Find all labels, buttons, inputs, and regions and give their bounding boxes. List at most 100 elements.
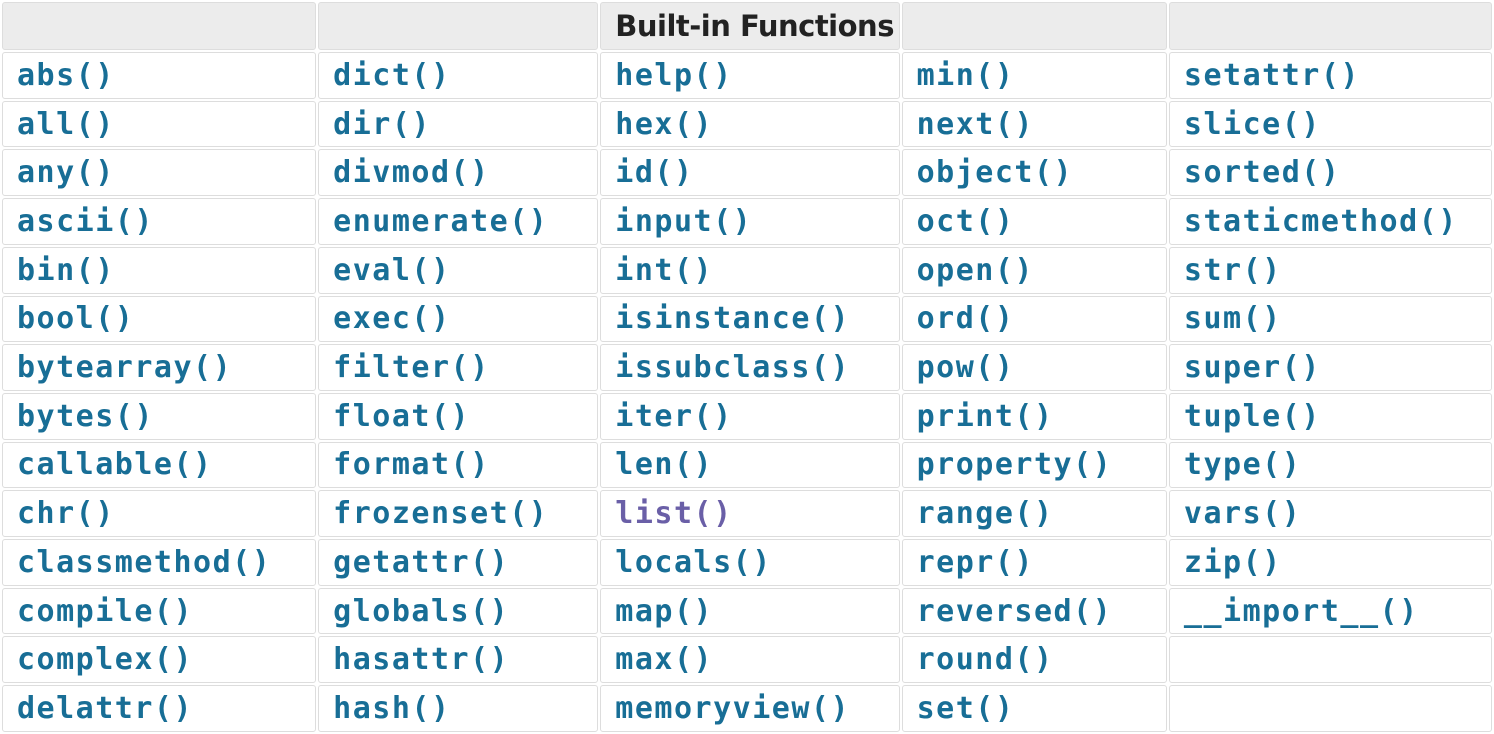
function-link[interactable]: compile()	[17, 593, 194, 629]
table-row: abs() dict() help() min() setattr()	[2, 52, 1492, 99]
header-cell-empty-1	[2, 2, 317, 50]
function-link[interactable]: hash()	[333, 691, 451, 727]
function-link[interactable]: format()	[333, 447, 490, 483]
function-cell: bytearray()	[2, 344, 317, 391]
function-link[interactable]: sorted()	[1183, 155, 1341, 191]
function-cell: compile()	[2, 587, 317, 635]
function-link[interactable]: open()	[916, 252, 1034, 288]
function-cell: list()	[600, 490, 900, 538]
function-cell: divmod()	[318, 149, 599, 197]
function-link[interactable]: ascii()	[17, 203, 154, 239]
function-link[interactable]: classmethod()	[17, 544, 272, 580]
function-cell: hex()	[600, 100, 900, 148]
function-cell: issubclass()	[600, 344, 900, 391]
function-link[interactable]: ord()	[916, 301, 1015, 337]
table-row: complex() hasattr() max() round()	[2, 636, 1492, 684]
function-link[interactable]: any()	[17, 155, 115, 191]
function-link[interactable]: issubclass()	[615, 350, 851, 386]
table-row: chr() frozenset() list() range() vars()	[2, 490, 1492, 538]
function-link[interactable]: complex()	[17, 642, 194, 678]
function-link[interactable]: locals()	[615, 544, 772, 580]
table-row: delattr() hash() memoryview() set()	[2, 685, 1492, 732]
function-link[interactable]: tuple()	[1183, 398, 1321, 434]
function-link[interactable]: object()	[916, 155, 1074, 191]
function-link[interactable]: map()	[615, 593, 714, 629]
function-cell: dir()	[318, 100, 599, 148]
function-link[interactable]: filter()	[333, 350, 490, 386]
function-link[interactable]: max()	[615, 642, 714, 678]
function-link[interactable]: reversed()	[916, 593, 1113, 629]
function-link[interactable]: hasattr()	[333, 642, 510, 678]
function-link[interactable]: delattr()	[17, 691, 194, 727]
function-cell: vars()	[1168, 490, 1492, 538]
function-link[interactable]: globals()	[333, 593, 510, 629]
function-cell: int()	[600, 246, 900, 294]
function-link[interactable]: __import__()	[1183, 593, 1419, 629]
table-row: bytes() float() iter() print() tuple()	[2, 392, 1492, 440]
table-row: all() dir() hex() next() slice()	[2, 100, 1492, 148]
function-link[interactable]: len()	[615, 447, 714, 483]
function-link[interactable]: pow()	[916, 350, 1015, 386]
function-link[interactable]: type()	[1183, 447, 1302, 483]
function-cell: type()	[1168, 441, 1492, 489]
function-link[interactable]: range()	[916, 496, 1054, 532]
function-link[interactable]: isinstance()	[615, 301, 851, 337]
function-link[interactable]: vars()	[1183, 496, 1302, 532]
function-link[interactable]: bool()	[17, 301, 135, 337]
function-link[interactable]: callable()	[17, 447, 213, 483]
function-cell: ord()	[901, 295, 1167, 343]
function-link[interactable]: bytearray()	[17, 350, 233, 386]
table-row: callable() format() len() property() type()	[2, 441, 1492, 489]
function-cell: round()	[901, 636, 1167, 684]
function-link[interactable]: iter()	[615, 398, 733, 434]
function-link[interactable]: set()	[916, 691, 1015, 727]
function-link[interactable]: super()	[1183, 350, 1321, 386]
function-link[interactable]: dir()	[333, 106, 431, 142]
function-link[interactable]: help()	[615, 57, 733, 93]
function-link[interactable]: next()	[916, 106, 1034, 142]
function-cell: slice()	[1168, 100, 1492, 148]
function-link[interactable]: list()	[615, 496, 733, 532]
table-row: classmethod() getattr() locals() repr() zip(…	[2, 539, 1492, 586]
function-link[interactable]: id()	[615, 155, 694, 191]
function-link[interactable]: chr()	[17, 496, 115, 532]
function-cell: next()	[901, 100, 1167, 148]
table-body: abs() dict() help() min() setattr() all() dir(…	[2, 52, 1492, 732]
function-cell: set()	[901, 685, 1167, 732]
function-cell: locals()	[600, 539, 900, 586]
function-cell: min()	[901, 52, 1167, 99]
function-link[interactable]: getattr()	[333, 544, 510, 580]
function-link[interactable]: staticmethod()	[1183, 203, 1458, 239]
function-link[interactable]: sum()	[1183, 301, 1282, 337]
function-link[interactable]: min()	[916, 57, 1015, 93]
function-link[interactable]: dict()	[333, 57, 451, 93]
function-cell: help()	[600, 52, 900, 99]
function-link[interactable]: enumerate()	[333, 203, 549, 239]
empty-cell	[1168, 685, 1492, 732]
function-link[interactable]: property()	[916, 447, 1113, 483]
function-link[interactable]: input()	[615, 203, 753, 239]
function-link[interactable]: repr()	[916, 544, 1034, 580]
function-link[interactable]: str()	[1183, 252, 1282, 288]
function-link[interactable]: zip()	[1183, 544, 1282, 580]
function-link[interactable]: eval()	[333, 252, 451, 288]
function-link[interactable]: bytes()	[17, 398, 154, 434]
function-link[interactable]: slice()	[1183, 106, 1321, 142]
function-link[interactable]: print()	[916, 398, 1054, 434]
function-link[interactable]: frozenset()	[333, 496, 549, 532]
function-link[interactable]: all()	[17, 106, 115, 142]
function-cell: any()	[2, 149, 317, 197]
function-cell: complex()	[2, 636, 317, 684]
function-link[interactable]: abs()	[17, 57, 115, 93]
function-link[interactable]: exec()	[333, 301, 451, 337]
function-link[interactable]: float()	[333, 398, 471, 434]
function-link[interactable]: hex()	[615, 106, 714, 142]
function-cell: oct()	[901, 198, 1167, 245]
function-link[interactable]: setattr()	[1183, 57, 1360, 93]
function-link[interactable]: int()	[615, 252, 714, 288]
function-link[interactable]: oct()	[916, 203, 1015, 239]
function-link[interactable]: memoryview()	[615, 691, 851, 727]
function-link[interactable]: round()	[916, 642, 1054, 678]
function-link[interactable]: bin()	[17, 252, 115, 288]
function-link[interactable]: divmod()	[333, 155, 490, 191]
